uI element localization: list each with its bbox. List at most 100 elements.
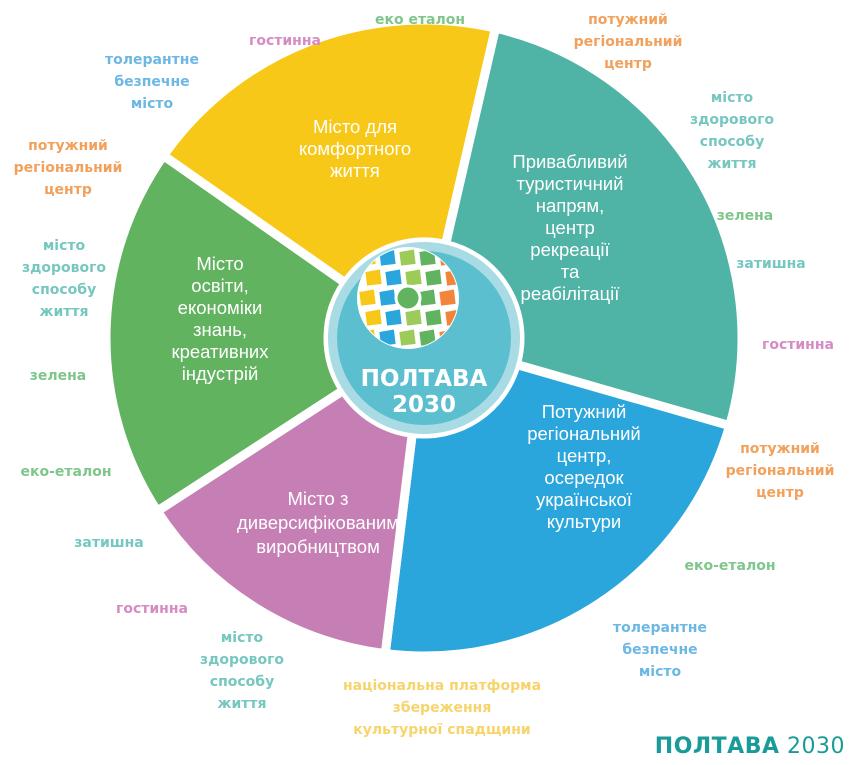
hub-title: ПОЛТАВА [361, 366, 488, 392]
outer-label-line: життя [218, 696, 267, 712]
outer-label-line: центр [604, 56, 652, 72]
outer-label-line: еко-еталон [20, 464, 111, 480]
mosaic-tile [396, 326, 419, 348]
outer-label: еко еталон [375, 12, 465, 28]
outer-label: толерантне безпечне місто [105, 52, 199, 112]
outer-label-line: гостинна [249, 33, 321, 49]
outer-label-line: потужний [588, 12, 668, 28]
outer-label: місто здорового способу життя [22, 238, 106, 320]
outer-label-line: збереження [393, 700, 492, 716]
outer-label-line: зелена [717, 208, 774, 224]
segment-label-line: української [536, 489, 632, 510]
segment-group [101, 15, 747, 661]
mosaic-tile [358, 286, 379, 309]
outer-label-line: здорового [200, 652, 284, 668]
outer-label: еко-еталон [20, 464, 111, 480]
outer-label-line: гостинна [762, 337, 834, 353]
mosaic-tile [422, 266, 445, 289]
outer-label: зелена [30, 368, 87, 384]
outer-label-line: місто [221, 630, 264, 646]
outer-label: потужний регіональний центр [14, 138, 123, 198]
outer-label-line: життя [40, 304, 89, 320]
outer-label-line: способу [32, 282, 96, 298]
outer-label: затишна [74, 535, 144, 551]
outer-label-line: життя [708, 156, 757, 172]
outer-label-line: національна платформа [343, 678, 541, 694]
outer-label-line: регіональний [726, 463, 835, 479]
outer-label-line: затишна [74, 535, 144, 551]
segment-label-line: реабілітації [521, 283, 620, 304]
mosaic-tile [442, 306, 458, 329]
segment-label-line: центр, [557, 445, 612, 466]
segment-label-line: індустрій [182, 363, 259, 384]
outer-label: гостинна [249, 33, 321, 49]
brand-year: 2030 [787, 734, 845, 759]
segment-label-line: Привабливий [512, 151, 627, 172]
segment-label-line: та [561, 261, 580, 282]
outer-label-line: культурної спадщини [353, 722, 530, 738]
outer-label-line: центр [44, 182, 92, 198]
outer-label-line: затишна [736, 256, 806, 272]
mosaic-tile [396, 248, 419, 269]
outer-label-line: способу [210, 674, 274, 690]
outer-label: місто здорового способу життя [690, 90, 774, 172]
mosaic-tile [376, 286, 399, 309]
outer-label-line: еко-еталон [684, 558, 775, 574]
outer-label: гостинна [762, 337, 834, 353]
outer-label-line: місто [639, 664, 682, 680]
segment-label-line: Місто з [288, 488, 349, 509]
segment-label-line: Потужний [542, 401, 627, 422]
outer-label: місто здорового способу життя [200, 630, 284, 712]
segment-label-line: напрям, [536, 195, 604, 216]
mosaic-tile [436, 286, 458, 309]
segment-label-line: економіки [178, 297, 263, 318]
outer-label: гостинна [116, 601, 188, 617]
outer-label-line: місто [711, 90, 754, 106]
segment-label-line: диверсифікованим [237, 512, 399, 533]
outer-label-line: регіональний [14, 160, 123, 176]
outer-label-line: способу [700, 134, 764, 150]
segment-label-line: знань, [193, 319, 247, 340]
outer-label: зелена [717, 208, 774, 224]
outer-label: еко-еталон [684, 558, 775, 574]
mosaic-tile [382, 266, 405, 289]
outer-label-line: еко еталон [375, 12, 465, 28]
outer-label-line: місто [43, 238, 86, 254]
segment-label-line: регіональний [527, 423, 641, 444]
outer-label-line: потужний [28, 138, 108, 154]
outer-label-line: толерантне [105, 52, 199, 68]
outer-label-line: безпечне [114, 74, 189, 90]
outer-label-line: безпечне [622, 642, 697, 658]
segment-label-line: туристичний [517, 173, 624, 194]
segment-label-line: Місто [196, 253, 243, 274]
mosaic-tile [402, 266, 425, 289]
segment-label-line: освіти, [191, 275, 248, 296]
outer-label-line: здорового [22, 260, 106, 276]
segment-label-line: культури [547, 511, 621, 532]
outer-label-line: здорового [690, 112, 774, 128]
outer-label-line: потужний [740, 441, 820, 457]
brand-title: ПОЛТАВА [654, 734, 780, 759]
segment-label-line: креативних [172, 341, 270, 362]
mosaic-tile [362, 266, 385, 289]
segment-label-line: комфортного [299, 138, 411, 159]
mosaic-tile [382, 306, 405, 329]
segment-label-line: життя [330, 160, 380, 181]
outer-label-line: місто [131, 96, 174, 112]
segment-label-line: виробництвом [256, 536, 380, 557]
brand-logo: ПОЛТАВА 2030 [655, 734, 845, 759]
outer-label: національна платформа збереження культурно… [343, 678, 541, 738]
outer-label-line: зелена [30, 368, 87, 384]
mosaic-tile [422, 306, 445, 329]
outer-label-line: гостинна [116, 601, 188, 617]
segment-label-line: осередок [544, 467, 624, 488]
mosaic-tile [362, 306, 385, 329]
